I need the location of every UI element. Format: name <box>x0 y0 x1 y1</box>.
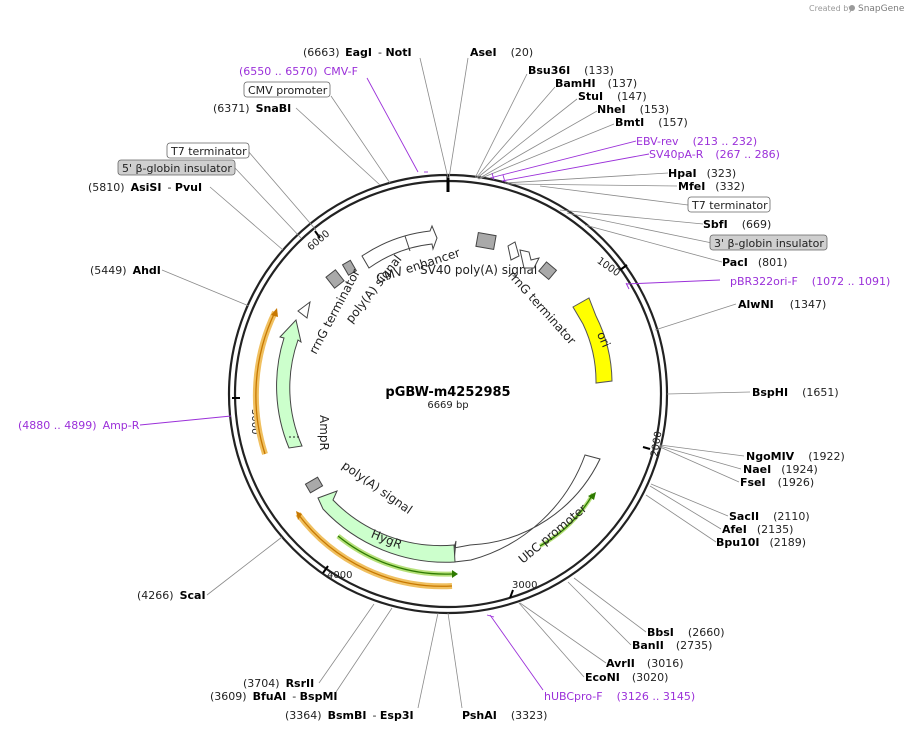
t7-terminator-left-label: T7 terminator <box>170 145 247 158</box>
ubc-promoter-arrow[interactable] <box>453 454 601 563</box>
primer-label-pbr[interactable]: pBR322ori-F(1072 .. 1091) <box>730 275 890 288</box>
enzyme-label-ban[interactable]: BanII(2735) <box>632 639 712 652</box>
enzyme-label-alw[interactable]: AlwNI(1347) <box>738 298 826 311</box>
enzyme-label-bam[interactable]: BamHI(137) <box>555 77 637 90</box>
sv40-polya-box[interactable] <box>475 231 497 251</box>
polya-bottom-box[interactable] <box>304 476 324 494</box>
enzyme-label-bmt[interactable]: BmtI(157) <box>615 116 688 129</box>
bglobin-3-insulator-label: 3' β-globin insulator <box>714 237 824 250</box>
cmv-promoter-box[interactable] <box>243 81 331 98</box>
enzyme-label-pac[interactable]: PacI(801) <box>722 256 787 269</box>
tick-label-4000: 4000 <box>327 570 352 581</box>
enzyme-label-eco[interactable]: EcoNI(3020) <box>585 671 668 684</box>
hygr-arrow[interactable] <box>317 490 456 563</box>
small-feature-arrow-1[interactable] <box>507 241 520 261</box>
primer-label-ebv[interactable]: EBV-rev(213 .. 232) <box>636 135 757 148</box>
amp-orf-bottom-line <box>297 513 453 587</box>
small-feature-arrow-3[interactable] <box>297 300 311 319</box>
enzyme-label-rsr[interactable]: (3704)RsrII <box>243 677 314 690</box>
enzyme-label-ase[interactable]: AseI(20) <box>470 46 533 59</box>
sv40-polya-label: SV40 poly(A) signal <box>420 263 537 277</box>
tick-label-1000: 1000 <box>595 256 622 280</box>
enzyme-label-sbf[interactable]: SbfI(669) <box>703 218 771 231</box>
enzyme-label-fse[interactable]: FseI(1926) <box>740 476 814 489</box>
tick-label-5000: 5000 <box>249 409 260 434</box>
cmv-promoter-label: CMV promoter <box>248 84 328 97</box>
ori-label: ori <box>594 330 613 350</box>
primer-lines <box>139 77 721 691</box>
rrng-terminator-left-box[interactable] <box>325 269 345 289</box>
leader-lines <box>161 57 751 709</box>
t7-terminator-right-box[interactable] <box>687 196 771 213</box>
tick-label-2000: 2000 <box>649 431 664 458</box>
enzyme-label-avr[interactable]: AvrII(3016) <box>606 657 683 670</box>
primer-label-sv40r[interactable]: SV40pA-R(267 .. 286) <box>649 148 780 161</box>
enzyme-label-sca[interactable]: (4266)ScaI <box>137 589 206 602</box>
polya-left-box[interactable] <box>341 259 358 276</box>
primer-label-hubc[interactable]: hUBCpro-F(3126 .. 3145) <box>544 690 695 703</box>
enzyme-label-bsm[interactable]: (3364)BsmBI- Esp3I <box>285 709 414 722</box>
enzyme-label-stu[interactable]: StuI(147) <box>578 90 647 103</box>
snapgene-logo-icon <box>849 5 855 11</box>
small-feature-arrow-2[interactable] <box>519 249 540 269</box>
enzyme-label-bsu[interactable]: Bsu36I(133) <box>528 64 614 77</box>
amp-orf-left-arrowhead <box>271 308 278 317</box>
enzyme-label-bpu[interactable]: Bpu10I(2189) <box>716 536 806 549</box>
cmv-enhancer-arrow[interactable] <box>361 224 438 269</box>
enzyme-label-afe[interactable]: AfeI(2135) <box>722 523 793 536</box>
t7-terminator-right-label: T7 terminator <box>691 199 768 212</box>
enzyme-label-mfe[interactable]: MfeI(332) <box>678 180 745 193</box>
ampr-arrow[interactable] <box>276 318 303 449</box>
enzyme-label-sna[interactable]: (6371)SnaBI <box>213 102 291 115</box>
enzyme-label-sac[interactable]: SacII(2110) <box>729 510 810 523</box>
plasmid-name: pGBW-m4252985 <box>385 385 510 400</box>
cmv-promoter-divider <box>404 235 411 252</box>
hygr-orf-line <box>337 535 453 575</box>
t7-terminator-left-box[interactable] <box>166 142 250 159</box>
ubc-orf-line <box>539 493 594 547</box>
bglobin-3-insulator-box[interactable] <box>709 234 828 251</box>
enzyme-label-hpa[interactable]: HpaI(323) <box>668 167 736 180</box>
ampr-label: AmpR <box>317 415 331 451</box>
enzyme-label-nhe[interactable]: NheI(153) <box>597 103 669 116</box>
amp-orf-left-line <box>255 311 276 455</box>
watermark-created-by: Created by <box>809 4 853 13</box>
amp-orf-left-glow <box>252 310 278 455</box>
primer-label-ampr[interactable]: (4880 .. 4899)Amp-R <box>18 419 140 432</box>
hygr-orf-arrowhead <box>452 570 458 578</box>
ori-arrow[interactable] <box>572 297 613 384</box>
enzyme-label-asi[interactable]: (5810)AsiSI- PvuI <box>88 181 202 194</box>
amp-orf-bottom-arrowhead <box>296 511 302 520</box>
tick-label-3000: 3000 <box>512 580 537 591</box>
enzyme-label-nae[interactable]: NaeI(1924) <box>743 463 818 476</box>
enzyme-label-bbs[interactable]: BbsI(2660) <box>647 626 724 639</box>
enzyme-label-eag[interactable]: (6663) EagI- NotI <box>303 46 412 59</box>
rrng-terminator-right-label: rrnG terminator <box>505 268 578 347</box>
plasmid-length: 6669 bp <box>427 400 468 411</box>
primer-label-cmvf[interactable]: (6550 .. 6570)CMV-F <box>239 65 358 78</box>
enzyme-label-ngo[interactable]: NgoMIV(1922) <box>746 450 845 463</box>
enzyme-label-bsph[interactable]: BspHI(1651) <box>752 386 839 399</box>
bglobin-5-insulator-box[interactable] <box>117 159 236 176</box>
enzyme-label-psh[interactable]: PshAI(3323) <box>462 709 547 722</box>
rrng-terminator-right-box[interactable] <box>538 261 558 281</box>
watermark-brand: SnapGene <box>858 4 905 14</box>
enzyme-label-bfu[interactable]: (3609)BfuAI- BspMI <box>210 690 338 703</box>
ubc-orf-arrowhead <box>588 492 596 500</box>
enzyme-label-ahd[interactable]: (5449)AhdI <box>90 264 161 277</box>
bglobin-5-insulator-label: 5' β-globin insulator <box>122 162 232 175</box>
polya-bottom-label: poly(A) signal <box>339 458 414 517</box>
